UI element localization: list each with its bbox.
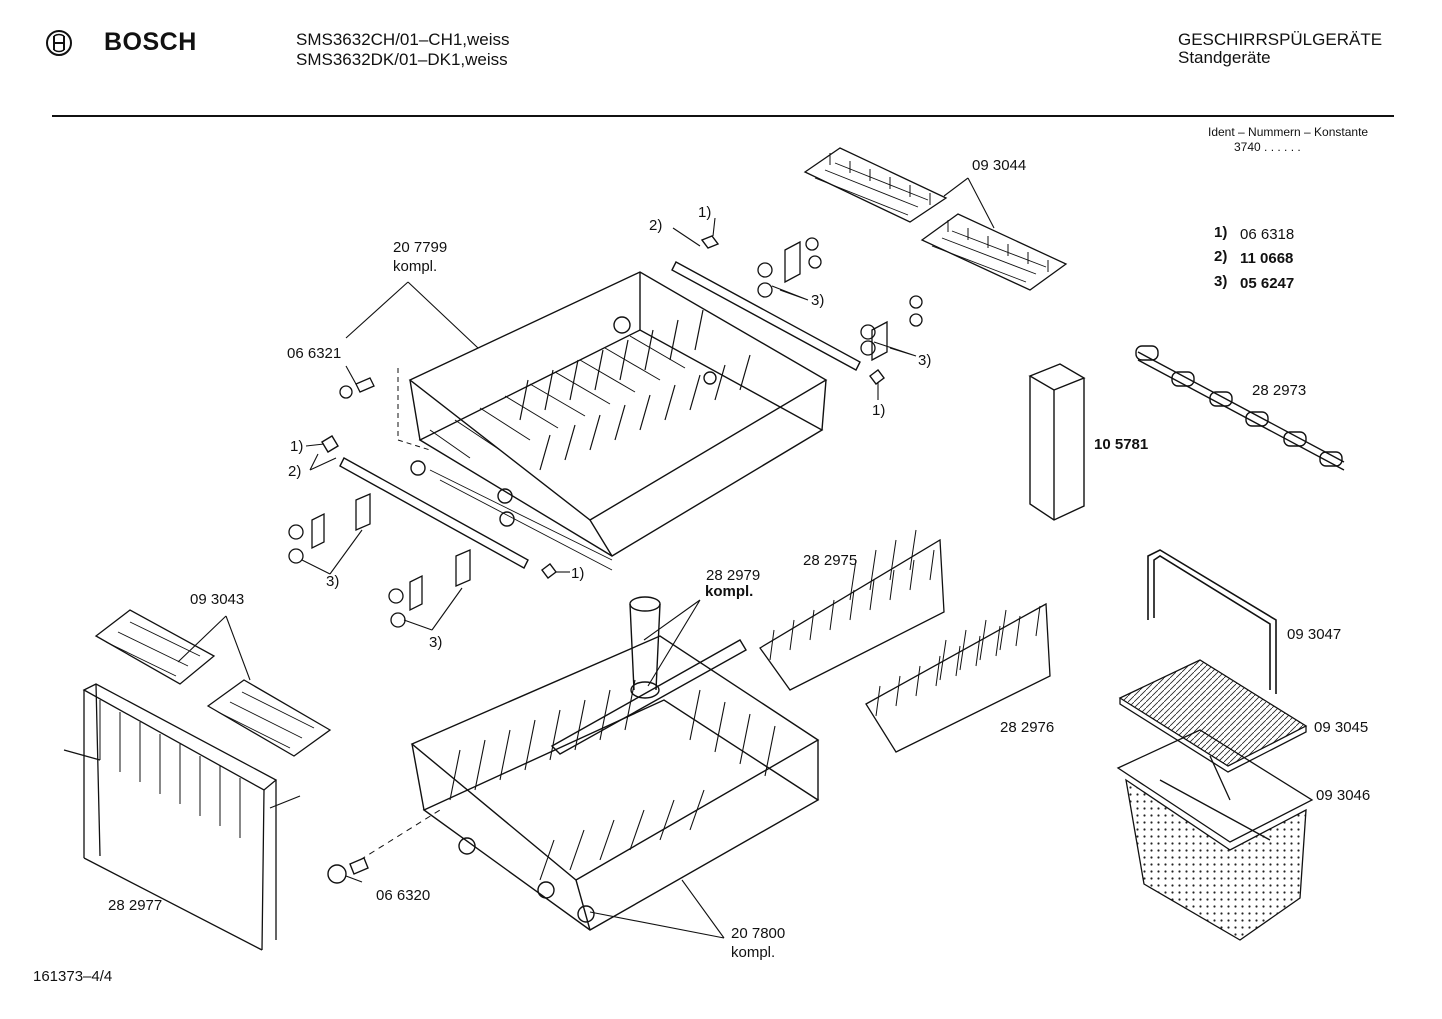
rail-upper-left bbox=[322, 436, 556, 578]
cutlery-basket-093046 bbox=[1118, 730, 1312, 940]
rack-282976 bbox=[866, 604, 1050, 752]
callout-3-c: 3) bbox=[326, 573, 340, 590]
model-line-1: SMS3632CH/01–CH1,weiss bbox=[296, 30, 510, 49]
category-subtitle: Standgeräte bbox=[1178, 48, 1271, 67]
callout-1-top: 1) bbox=[698, 204, 712, 221]
tine-rack-093043 bbox=[96, 610, 330, 756]
brand-name: BOSCH bbox=[104, 28, 197, 56]
callout-2-top: 2) bbox=[649, 217, 663, 234]
ident-title: Ident – Nummern – Konstante bbox=[1208, 125, 1369, 139]
basket-handle-093047 bbox=[1148, 550, 1276, 694]
label-093044: 09 3044 bbox=[972, 157, 1027, 174]
basket-lid-093045 bbox=[1120, 660, 1306, 772]
bosch-armature-icon bbox=[46, 30, 72, 56]
brand-logo bbox=[44, 28, 74, 63]
label-282977: 28 2977 bbox=[108, 897, 163, 914]
callout-1-left: 1) bbox=[290, 438, 304, 455]
label-207799: 20 7799 bbox=[393, 239, 448, 256]
label-066320: 06 6320 bbox=[376, 887, 431, 904]
upper-basket bbox=[410, 272, 826, 570]
label-105781: 10 5781 bbox=[1094, 436, 1149, 453]
label-282979-sub: kompl. bbox=[705, 583, 754, 600]
rack-frame-282977 bbox=[64, 684, 300, 950]
cutlery-tube-105781 bbox=[1030, 364, 1084, 520]
label-093043: 09 3043 bbox=[190, 591, 245, 608]
rail-upper-right bbox=[672, 236, 884, 384]
callout-1-right: 1) bbox=[872, 402, 886, 419]
label-093045: 09 3045 bbox=[1314, 719, 1369, 736]
label-066321: 06 6321 bbox=[287, 345, 342, 362]
callout-3-d: 3) bbox=[429, 634, 443, 651]
rack-282975 bbox=[760, 530, 944, 690]
label-282979: 28 2979 bbox=[706, 567, 761, 584]
label-282976: 28 2976 bbox=[1000, 719, 1055, 736]
legend-value-2: 11 0668 bbox=[1240, 250, 1294, 267]
legend-value-1: 06 6318 bbox=[1240, 226, 1295, 243]
roller-sets bbox=[289, 238, 922, 627]
label-282975: 28 2975 bbox=[803, 552, 858, 569]
legend-key-2: 2) bbox=[1214, 248, 1228, 265]
legend-value-3: 05 6247 bbox=[1240, 275, 1295, 292]
label-207800: 20 7800 bbox=[731, 925, 786, 942]
callout-3-b: 3) bbox=[918, 352, 932, 369]
label-093046: 09 3046 bbox=[1316, 787, 1371, 804]
callout-1-bottom: 1) bbox=[571, 565, 585, 582]
category-title: GESCHIRRSPÜLGERÄTE bbox=[1178, 30, 1383, 49]
legend-key-1: 1) bbox=[1214, 224, 1228, 241]
header-rule bbox=[52, 115, 1394, 117]
model-line-2: SMS3632DK/01–DK1,weiss bbox=[296, 50, 508, 69]
label-282973: 28 2973 bbox=[1252, 382, 1307, 399]
spray-arm-282979 bbox=[552, 597, 746, 754]
callout-3-a: 3) bbox=[811, 292, 825, 309]
doc-number: 161373–4/4 bbox=[33, 968, 113, 985]
legend-key-3: 3) bbox=[1214, 273, 1228, 290]
clip-strip-282973 bbox=[1136, 346, 1344, 470]
label-207800-sub: kompl. bbox=[731, 944, 776, 961]
label-207799-sub: kompl. bbox=[393, 258, 438, 275]
leader-lines bbox=[178, 178, 994, 938]
tine-rack-093044 bbox=[805, 148, 1066, 290]
ident-value: 3740 . . . . . . bbox=[1234, 140, 1301, 154]
callout-2-left: 2) bbox=[288, 463, 302, 480]
label-093047: 09 3047 bbox=[1287, 626, 1342, 643]
lower-basket bbox=[328, 636, 818, 930]
